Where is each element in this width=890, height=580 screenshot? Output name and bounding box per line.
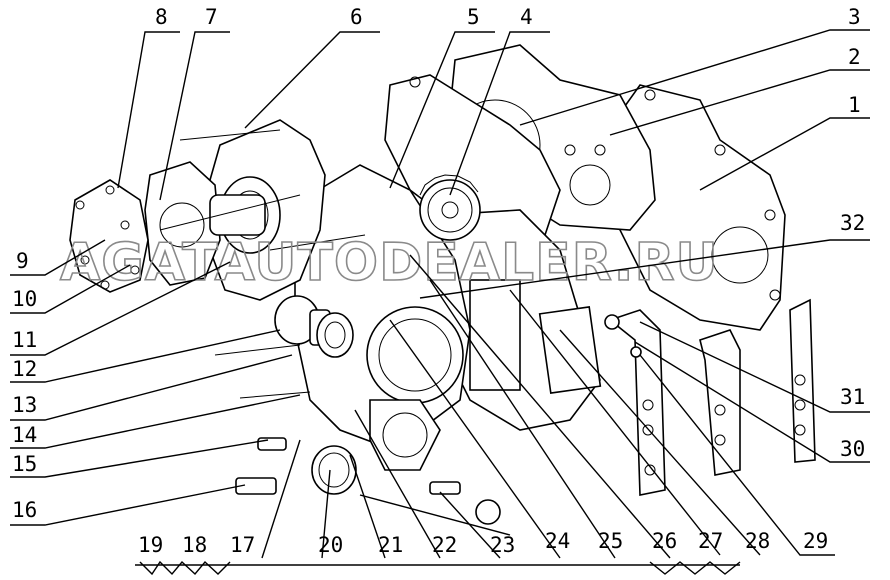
callout-17: 17 xyxy=(230,533,255,557)
callout-2: 2 xyxy=(848,45,861,69)
timing-housing xyxy=(419,209,602,431)
callout-27: 27 xyxy=(698,529,723,553)
seal-ring xyxy=(311,445,357,495)
callout-14: 14 xyxy=(12,423,37,447)
filler-cap xyxy=(274,295,354,358)
callout-30: 30 xyxy=(840,437,865,461)
timing-gear xyxy=(419,174,481,241)
callout-24: 24 xyxy=(545,529,570,553)
callout-8: 8 xyxy=(155,5,168,29)
callout-32: 32 xyxy=(840,211,865,235)
callout-3: 3 xyxy=(848,5,861,29)
callout-16: 16 xyxy=(12,498,37,522)
callout-29: 29 xyxy=(803,529,828,553)
callout-13: 13 xyxy=(12,393,37,417)
callout-28: 28 xyxy=(745,529,770,553)
shaft-assembly xyxy=(159,194,301,236)
callout-19: 19 xyxy=(138,533,163,557)
callout-6: 6 xyxy=(350,5,363,29)
callout-7: 7 xyxy=(205,5,218,29)
leader-lines xyxy=(10,29,870,566)
callout-1: 1 xyxy=(848,93,861,117)
callout-26: 26 xyxy=(652,529,677,553)
callout-20: 20 xyxy=(318,533,343,557)
callout-15: 15 xyxy=(12,452,37,476)
callout-10: 10 xyxy=(12,287,37,311)
tension-strap xyxy=(359,494,511,536)
callout-11: 11 xyxy=(12,328,37,352)
callout-18: 18 xyxy=(182,533,207,557)
callout-labels: 1 2 3 4 5 6 7 8 9 10 11 12 13 14 15 16 1… xyxy=(12,5,865,557)
callout-31: 31 xyxy=(840,385,865,409)
callout-9: 9 xyxy=(16,249,29,273)
bolts xyxy=(179,129,642,525)
watermark: AGATAUTODEALER.RU xyxy=(60,233,719,293)
cover-gasket xyxy=(144,161,221,286)
group-brackets xyxy=(139,560,741,576)
callout-22: 22 xyxy=(432,533,457,557)
callout-5: 5 xyxy=(467,5,480,29)
end-cover xyxy=(69,179,149,293)
callout-12: 12 xyxy=(12,357,37,381)
bracket-middle xyxy=(699,329,741,476)
callout-23: 23 xyxy=(490,533,515,557)
bracket-right xyxy=(789,298,816,463)
callout-4: 4 xyxy=(520,5,533,29)
callout-25: 25 xyxy=(598,529,623,553)
callout-21: 21 xyxy=(378,533,403,557)
bracket-left xyxy=(608,309,666,496)
